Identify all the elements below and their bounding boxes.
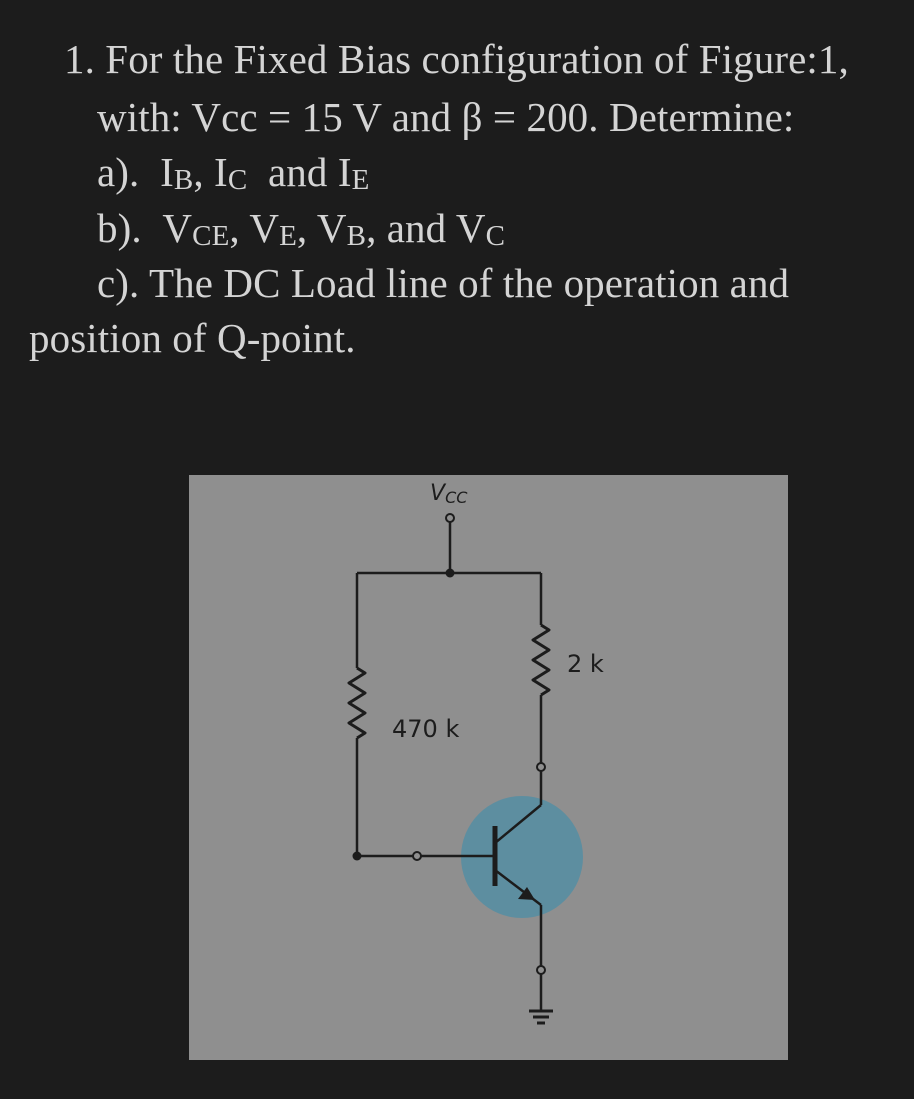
circuit-figure: VCC 470 k 2 k — [189, 475, 788, 1060]
part-b-prefix: b). — [97, 205, 142, 251]
part-b-sep3: , and — [366, 205, 447, 251]
vb-subscript: B — [346, 220, 367, 252]
collector-lead — [494, 804, 542, 844]
vcc-label: VCC — [430, 481, 468, 507]
vc-symbol: V — [455, 205, 486, 251]
ib-subscript: B — [173, 164, 194, 196]
part-b-sep1: , — [229, 205, 240, 251]
rc-resistor — [531, 623, 551, 697]
vc-subscript: C — [485, 220, 506, 252]
part-c-line-2: position of Q-point. — [29, 315, 356, 361]
vce-symbol: V — [162, 205, 193, 251]
emitter-arrow — [518, 887, 535, 900]
ground-icon — [529, 1009, 553, 1025]
ib-symbol: I — [160, 149, 174, 195]
part-a: a). IB, IC and IE — [97, 148, 369, 204]
part-b-sep2: , — [296, 205, 308, 251]
base-terminal — [412, 851, 422, 861]
vce-subscript: CE — [192, 220, 230, 252]
transistor-circle — [461, 796, 583, 918]
ve-symbol: V — [249, 205, 280, 251]
fixed-bias-circuit-diagram: VCC 470 k 2 k — [347, 481, 604, 1025]
ve-subscript: E — [279, 220, 297, 252]
emitter-terminal — [536, 965, 546, 975]
ic-symbol: I — [214, 149, 228, 195]
part-a-and: and — [267, 149, 328, 195]
part-c-line-1: c). The DC Load line of the operation an… — [97, 260, 790, 306]
vcc-terminal — [445, 513, 455, 523]
rb-resistor — [347, 666, 367, 740]
ie-symbol: I — [337, 149, 352, 195]
ie-subscript: E — [351, 164, 370, 196]
problem-line-1: 1. For the Fixed Bias configuration of F… — [64, 36, 849, 82]
problem-line-2: with: Vcc = 15 V and β = 200. Determine: — [97, 94, 795, 140]
ic-subscript: C — [227, 164, 248, 196]
rb-label: 470 k — [392, 715, 459, 743]
part-a-sep: , — [193, 149, 204, 195]
vb-symbol: V — [316, 205, 347, 251]
collector-terminal — [536, 762, 546, 772]
part-b: b). VCE, VE, VB, and VC — [97, 204, 505, 260]
part-a-prefix: a). — [97, 149, 140, 195]
rc-label: 2 k — [567, 650, 604, 678]
